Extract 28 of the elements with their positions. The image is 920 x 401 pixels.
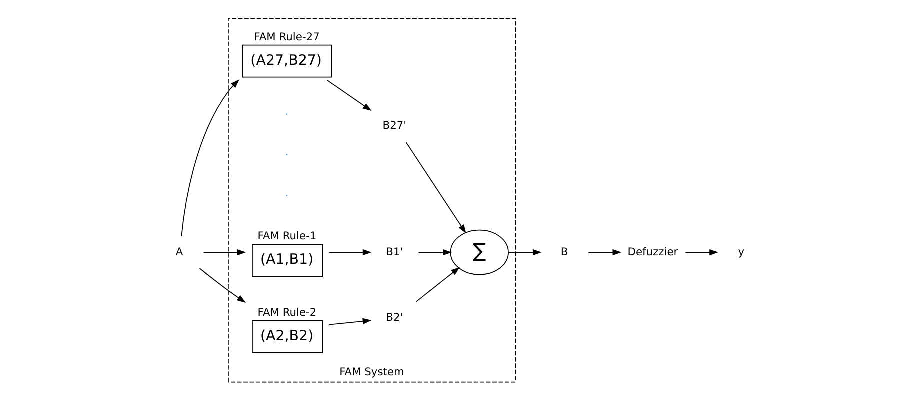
arrow	[588, 249, 622, 256]
arrow	[415, 267, 460, 302]
arrow	[508, 249, 542, 256]
label: .	[284, 186, 288, 200]
node-label: FAM Rule-2	[257, 306, 316, 320]
node-box: (A27,B27)	[242, 44, 332, 78]
node-label: FAM Rule-27	[254, 30, 320, 44]
node-text: B27'	[382, 119, 406, 132]
node-label: FAM Rule-1	[257, 230, 316, 243]
arrow	[202, 249, 246, 256]
arrow	[198, 268, 246, 304]
node-text: Defuzzier	[627, 245, 678, 258]
node-text: B	[560, 245, 568, 258]
node-box: (A2,B2)	[252, 320, 323, 354]
arrow	[684, 249, 718, 256]
label: .	[284, 146, 288, 159]
arrow	[405, 142, 466, 234]
node-text: B2'	[386, 311, 403, 324]
arrow	[328, 318, 372, 326]
arrow	[326, 80, 372, 112]
node-box: (A1,B1)	[252, 244, 323, 277]
node-text: A	[175, 245, 183, 258]
arrow	[328, 249, 372, 256]
node-text: y	[738, 245, 744, 258]
label: .	[284, 104, 288, 118]
arrow	[180, 80, 240, 237]
node-text: B1'	[386, 245, 403, 258]
arrow	[418, 249, 452, 256]
